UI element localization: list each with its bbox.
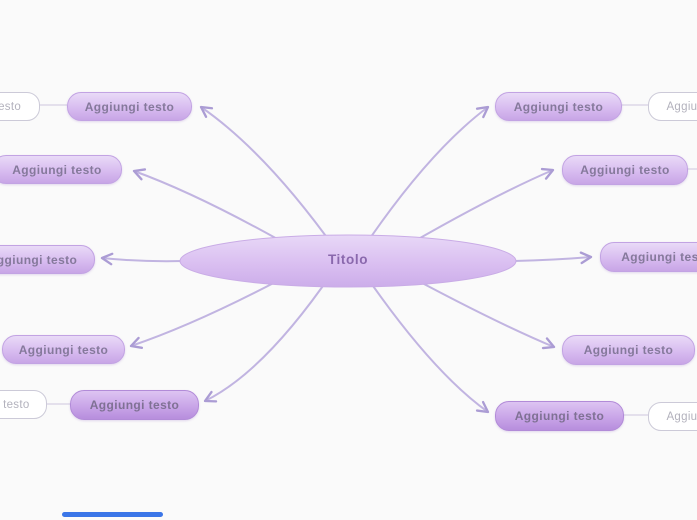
topic-node-right-1[interactable]: Aggiungi testo	[495, 92, 622, 121]
placeholder-node-top-left[interactable]: Aggiungi testo	[0, 92, 40, 121]
topic-node-label: Aggiungi testo	[89, 398, 180, 412]
horizontal-scrollbar-thumb[interactable]	[62, 512, 163, 517]
topic-node-right-3[interactable]: Aggiungi testo	[600, 242, 697, 272]
connector-left-1	[199, 105, 337, 251]
topic-node-left-1[interactable]: Aggiungi testo	[67, 92, 192, 121]
placeholder-node-label: Aggiungi testo	[666, 410, 697, 423]
topic-node-label: Aggiungi testo	[0, 252, 78, 267]
placeholder-node-top-right[interactable]: Aggiungi testo	[648, 92, 697, 121]
topic-node-left-4[interactable]: Aggiungi testo	[2, 335, 125, 364]
topic-node-label: Aggiungi testo	[514, 409, 605, 423]
placeholder-node-label: Aggiungi testo	[666, 100, 697, 113]
placeholder-node-bottom-left[interactable]: Aggiungi testo	[0, 390, 47, 419]
topic-node-label: Aggiungi testo	[18, 342, 109, 357]
topic-node-right-5[interactable]: Aggiungi testo	[495, 401, 624, 431]
placeholder-links	[38, 104, 697, 416]
topic-node-right-4[interactable]: Aggiungi testo	[562, 335, 695, 365]
topic-node-label: Aggiungi testo	[580, 163, 670, 177]
placeholder-node-label: Aggiungi testo	[0, 100, 22, 113]
connector-right-5	[363, 272, 490, 414]
placeholder-node-bottom-right[interactable]: Aggiungi testo	[648, 402, 697, 431]
topic-node-left-2[interactable]: Aggiungi testo	[0, 155, 122, 184]
topic-node-left-3[interactable]: Aggiungi testo	[0, 245, 95, 274]
connector-right-3	[513, 251, 593, 265]
topic-node-label: Aggiungi testo	[621, 250, 697, 264]
topic-node-left-5[interactable]: Aggiungi testo	[70, 390, 199, 420]
topic-node-label: Aggiungi testo	[84, 99, 175, 114]
topic-node-right-2[interactable]: Aggiungi testo	[562, 155, 688, 185]
topic-node-label: Aggiungi testo	[583, 343, 674, 357]
topic-node-label: Aggiungi testo	[513, 99, 604, 114]
placeholder-node-label: Aggiungi testo	[0, 398, 30, 411]
central-topic-label[interactable]: Titolo	[327, 252, 369, 267]
connector-left-3	[100, 252, 184, 266]
topic-node-label: Aggiungi testo	[12, 162, 102, 177]
connector-left-5	[203, 272, 333, 403]
central-topic-ellipse[interactable]	[179, 234, 517, 288]
connector-right-1	[361, 105, 490, 251]
